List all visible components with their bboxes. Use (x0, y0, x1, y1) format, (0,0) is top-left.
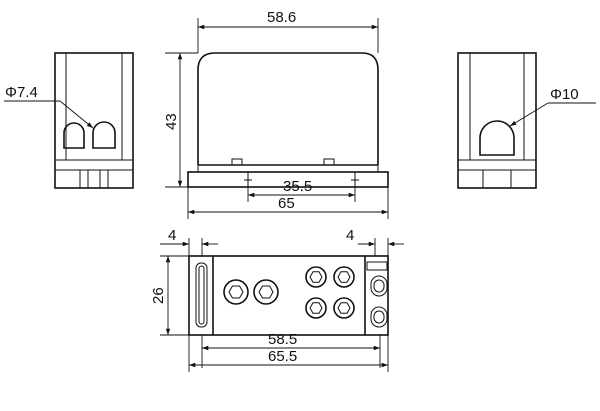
left-hole-diameter-label: Φ7.4 (5, 84, 38, 101)
large-terminal-2 (253, 279, 279, 305)
offset-right-label: 4 (346, 227, 354, 244)
small-terminal-1 (305, 266, 327, 288)
right-side-view: Φ10 (457, 52, 596, 189)
large-terminal-1 (223, 279, 249, 305)
top-width-label: 58.6 (267, 9, 296, 26)
front-view: 58.6 43 35.5 65 (163, 9, 389, 219)
mount-spacing-label: 58.5 (268, 331, 297, 348)
left-side-view: Φ7.4 (4, 52, 134, 189)
small-terminal-3 (305, 297, 327, 319)
left-hole-2 (92, 121, 116, 149)
total-length-label: 65.5 (268, 348, 297, 365)
inner-width-label: 35.5 (283, 178, 312, 195)
top-view: 4 4 26 58.5 65.5 (150, 227, 404, 372)
offset-left-label: 4 (168, 227, 176, 244)
right-hole-diameter-label: Φ10 (550, 86, 579, 103)
right-hole (479, 120, 515, 156)
left-hole-1 (63, 122, 85, 149)
depth-label: 26 (150, 287, 167, 304)
small-terminal-2 (333, 266, 355, 288)
small-terminal-4 (333, 297, 355, 319)
base-width-label: 65 (278, 195, 295, 212)
height-label: 43 (163, 113, 180, 130)
